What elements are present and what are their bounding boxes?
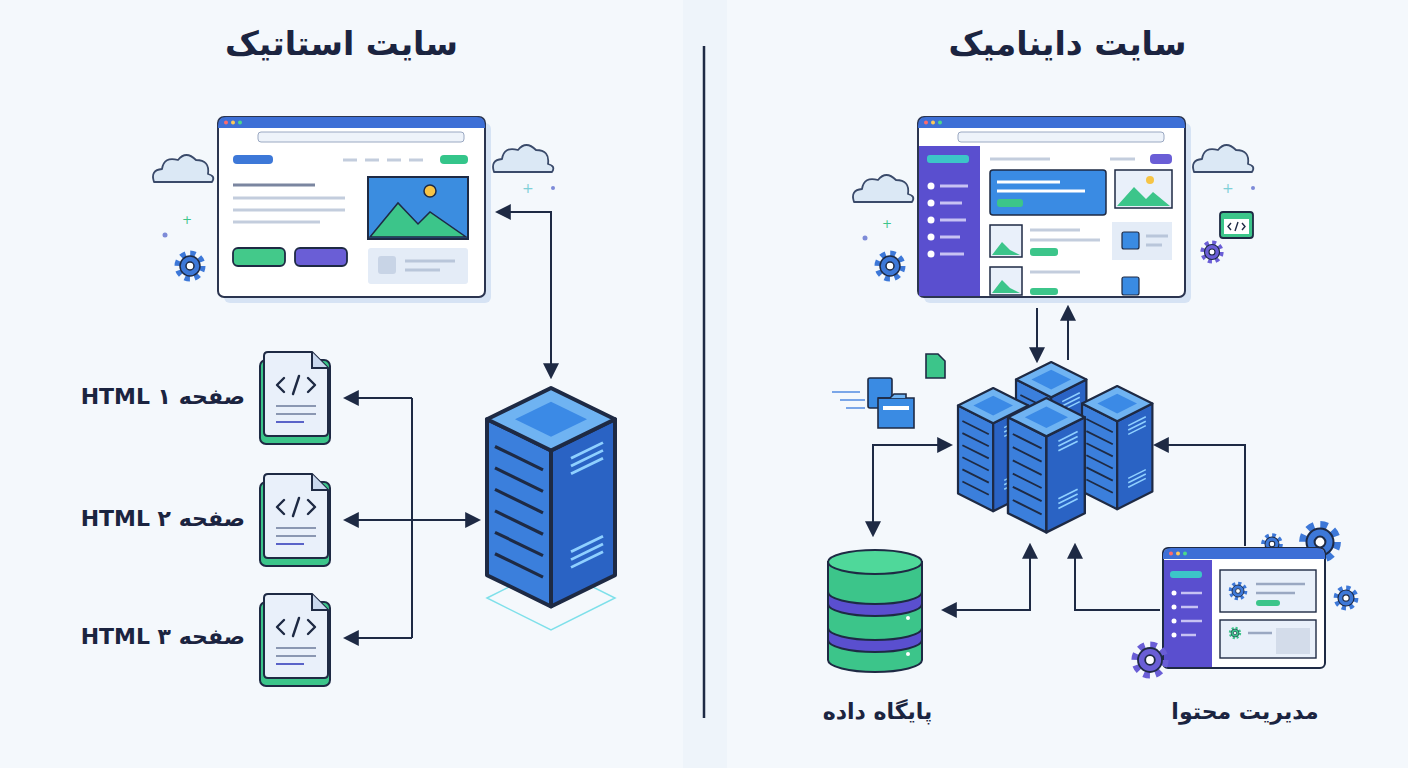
html-page: صفحه HTML ۲ [70, 472, 342, 568]
content-management: مدیریت محتوا [1148, 540, 1342, 726]
page-label: صفحه HTML ۳ [81, 624, 245, 649]
html-page: صفحه HTML ۱ [70, 350, 342, 446]
section-heading: سایت استاتیک [0, 24, 683, 63]
html-page: صفحه HTML ۳ [70, 590, 342, 686]
static-panel: سایت استاتیک صفحه HTML ۱ صفحه HTML ۲ صفحه H… [0, 0, 683, 768]
component-label: پایگاه داده [815, 699, 940, 724]
sparkle: + [182, 213, 192, 227]
sparkle: + [1222, 180, 1234, 196]
section-heading: سایت داینامیک [727, 24, 1408, 63]
component-label: مدیریت محتوا [1148, 699, 1342, 724]
database: پایگاه داده [815, 540, 940, 726]
page-label: صفحه HTML ۱ [81, 384, 245, 409]
sparkle: + [522, 180, 534, 196]
sparkle: + [882, 217, 892, 231]
dynamic-panel: سایت داینامیک پایگاه داده مدیریت محتوا [727, 0, 1408, 768]
page-label: صفحه HTML ۲ [81, 506, 245, 531]
